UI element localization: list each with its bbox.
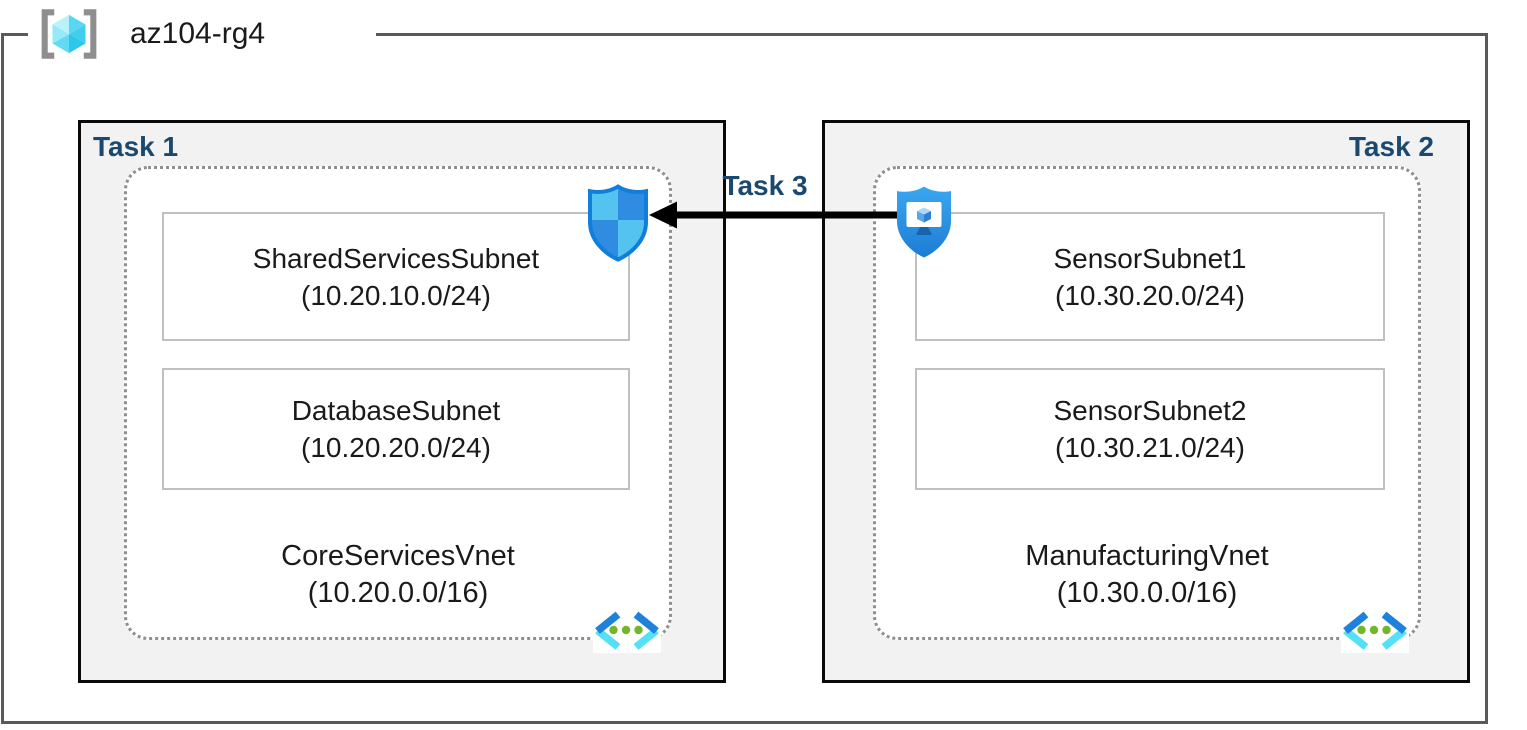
resource-group-boundary bbox=[1, 33, 1488, 724]
vnet-cidr: (10.20.0.0/16) bbox=[307, 577, 489, 609]
subnet-name: DatabaseSubnet bbox=[291, 395, 501, 426]
sensor-subnet1-box: SensorSubnet1 (10.30.20.0/24) bbox=[915, 212, 1385, 341]
resource-group-icon bbox=[41, 9, 97, 59]
task3-label: Task 3 bbox=[722, 170, 808, 201]
subnet-cidr: (10.20.20.0/24) bbox=[301, 432, 491, 463]
vnet-name: ManufacturingVnet bbox=[1025, 540, 1269, 572]
sensor-subnet2-box: SensorSubnet2 (10.30.21.0/24) bbox=[915, 368, 1385, 490]
resource-group-name: az104-rg4 bbox=[130, 17, 266, 50]
manufacturing-vnet-label: ManufacturingVnet (10.30.0.0/16) bbox=[876, 538, 1418, 612]
core-services-vnet-container: SharedServicesSubnet (10.20.10.0/24) Dat… bbox=[124, 166, 672, 653]
subnet-cidr: (10.30.20.0/24) bbox=[1055, 279, 1245, 311]
subnet-name: SensorSubnet2 bbox=[1053, 395, 1247, 426]
task2-box: Task 2 SensorSubnet1 (10.30.20.0/24) Sen… bbox=[822, 120, 1470, 683]
subnet-cidr: (10.20.10.0/24) bbox=[301, 279, 491, 311]
manufacturing-vnet-container: SensorSubnet1 (10.30.20.0/24) SensorSubn… bbox=[873, 166, 1421, 653]
bastion-shield-icon bbox=[893, 184, 955, 260]
virtual-network-icon bbox=[593, 601, 661, 653]
task2-label: Task 2 bbox=[1348, 131, 1434, 162]
core-services-vnet-label: CoreServicesVnet (10.20.0.0/16) bbox=[127, 538, 669, 612]
resource-group-header: az104-rg4 bbox=[28, 0, 376, 68]
subnet-name: SharedServicesSubnet bbox=[252, 242, 540, 274]
subnet-cidr: (10.30.21.0/24) bbox=[1055, 432, 1245, 463]
subnet-name: SensorSubnet1 bbox=[1053, 242, 1247, 274]
task1-label: Task 1 bbox=[93, 131, 179, 162]
database-subnet-box: DatabaseSubnet (10.20.20.0/24) bbox=[162, 368, 630, 490]
task1-box: Task 1 SharedServicesSubnet (10.20.10.0/… bbox=[78, 120, 726, 683]
task3-arrow-left-icon bbox=[646, 198, 898, 232]
virtual-network-icon bbox=[1341, 601, 1409, 653]
shared-services-subnet-box: SharedServicesSubnet (10.20.10.0/24) bbox=[162, 212, 630, 341]
vnet-cidr: (10.30.0.0/16) bbox=[1056, 577, 1238, 609]
network-security-group-shield-icon bbox=[586, 184, 650, 262]
vnet-name: CoreServicesVnet bbox=[281, 540, 515, 572]
